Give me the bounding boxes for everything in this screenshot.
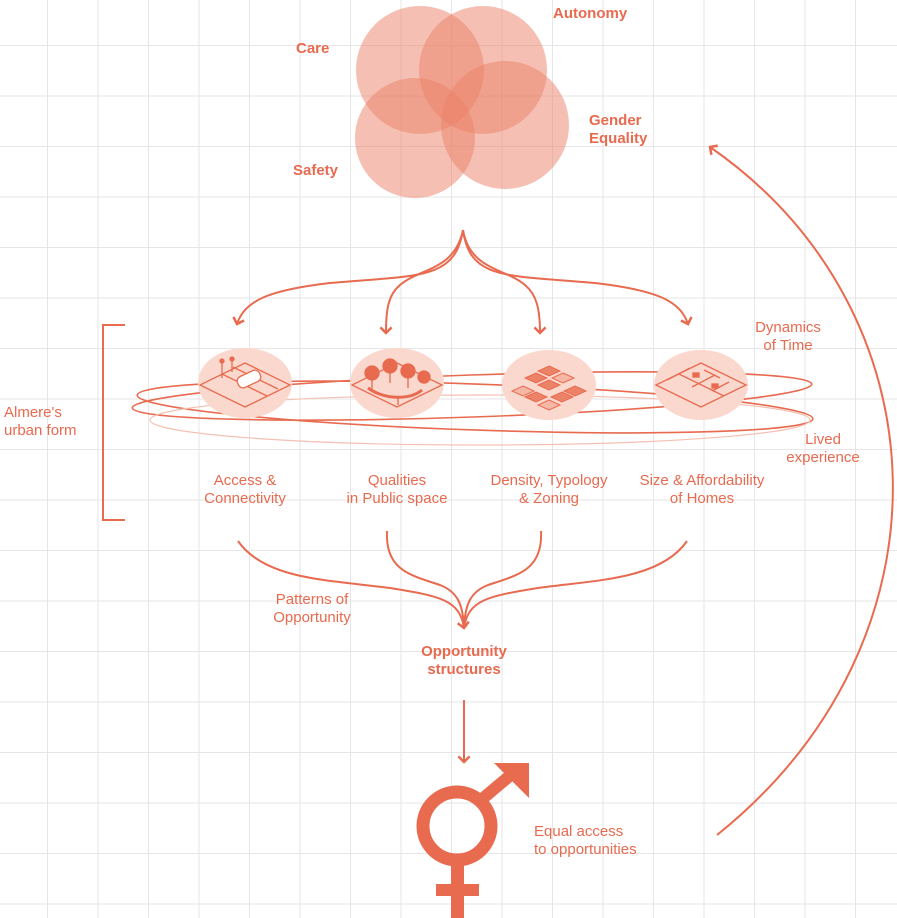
- trees-park-icon: [350, 358, 444, 408]
- value-care-label: Care: [296, 40, 330, 57]
- fan-out-arrows: [232, 229, 693, 335]
- orbit-rings: [131, 371, 814, 434]
- lived-ring: [149, 394, 811, 446]
- urban-form-bracket: [102, 324, 125, 521]
- opportunity-structures-label: Opportunity structures: [421, 643, 507, 678]
- value-autonomy-label: Autonomy: [553, 5, 628, 22]
- theme-homes-label: Size & Affordability of Homes: [639, 472, 765, 507]
- blocks-zoning-icon: [510, 365, 588, 411]
- equal-access-label: Equal access to opportunities: [534, 823, 637, 858]
- theme-access-label: Access & Connectivity: [204, 472, 286, 507]
- theme-public-space-label: Qualities in Public space: [346, 472, 448, 507]
- urban-form-title: Almere's urban form: [4, 404, 77, 439]
- value-safety-label: Safety: [293, 162, 339, 179]
- dynamics-of-time-label: Dynamics of Time: [755, 319, 821, 354]
- theme-density-label: Density, Typology & Zoning: [490, 472, 608, 507]
- floorplan-icon: [654, 362, 748, 408]
- converge-arrows: [237, 530, 688, 630]
- lived-experience-label: Lived experience: [786, 431, 860, 466]
- car-street-icon: [198, 356, 292, 408]
- value-gender-equality-label: Gender Equality: [589, 112, 648, 147]
- gender-symbol-icon: [416, 763, 529, 918]
- patterns-label: Patterns of Opportunity: [273, 591, 351, 626]
- venn-circle-equality: [441, 61, 569, 189]
- values-venn: [355, 6, 569, 198]
- feedback-loop-arrow: [708, 144, 894, 836]
